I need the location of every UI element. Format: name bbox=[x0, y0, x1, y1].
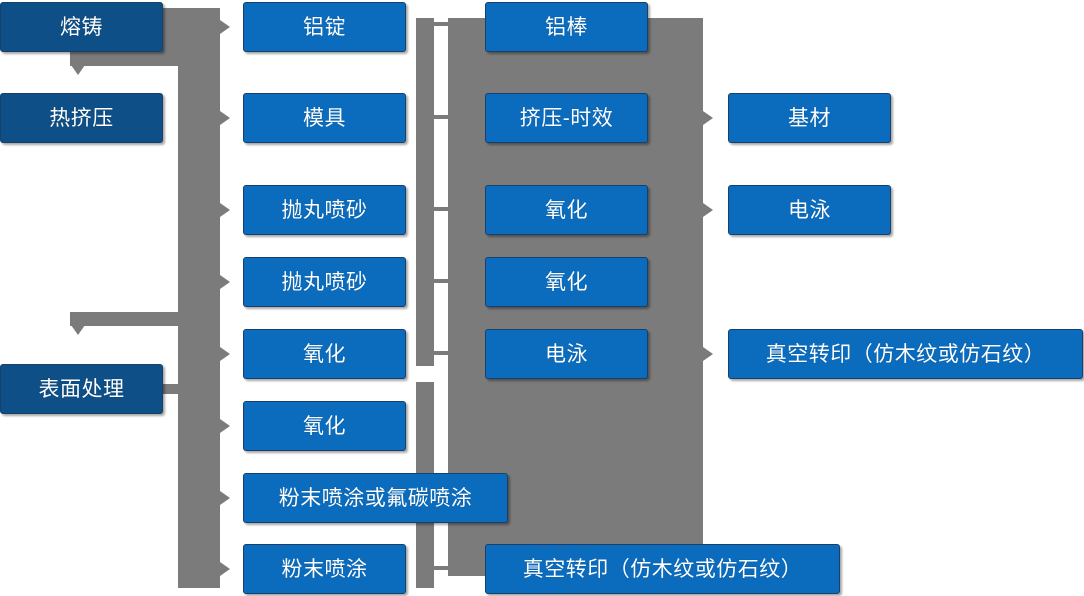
process-box-oxidation-3[interactable]: 氧化 bbox=[485, 185, 648, 235]
output-box-electrophoresis-2[interactable]: 电泳 bbox=[728, 185, 891, 235]
arrow-to-aluminum-ingot bbox=[220, 20, 230, 34]
stage-box-melt-cast[interactable]: 熔铸 bbox=[0, 2, 163, 52]
process-label-powder-or-pvdf: 粉末喷涂或氟碳喷涂 bbox=[278, 486, 473, 510]
arrow-to-shot-blasting-1 bbox=[220, 203, 230, 217]
connector-left-spine bbox=[178, 8, 220, 588]
process-box-shot-blasting-2[interactable]: 抛丸喷砂 bbox=[243, 257, 406, 307]
arrow-to-electrophoresis-2 bbox=[703, 203, 713, 217]
process-box-oxidation-4[interactable]: 氧化 bbox=[485, 257, 648, 307]
process-label-shot-blasting-2: 抛丸喷砂 bbox=[281, 270, 368, 294]
process-box-aluminum-bar[interactable]: 铝棒 bbox=[485, 2, 648, 52]
process-box-extrude-aging[interactable]: 挤压-时效 bbox=[485, 93, 648, 143]
connector-surface-stub bbox=[162, 384, 220, 394]
output-box-vacuum-transfer-1[interactable]: 真空转印（仿木纹或仿石纹） bbox=[728, 329, 1083, 379]
process-label-aluminum-bar: 铝棒 bbox=[545, 15, 588, 39]
connector-tick-5 bbox=[434, 351, 450, 355]
connector-tick-4 bbox=[434, 279, 450, 283]
stage-box-hot-extrude[interactable]: 热挤压 bbox=[0, 93, 163, 143]
connector-arrow-to-surface bbox=[71, 325, 85, 335]
stage-label-surface-treatment: 表面处理 bbox=[38, 377, 125, 401]
output-label-base-material: 基材 bbox=[788, 106, 831, 130]
process-box-powder-or-pvdf[interactable]: 粉末喷涂或氟碳喷涂 bbox=[243, 473, 508, 523]
process-box-powder-coating[interactable]: 粉末喷涂 bbox=[243, 544, 406, 594]
arrow-to-shot-blasting-2 bbox=[220, 275, 230, 289]
process-label-oxidation-2: 氧化 bbox=[303, 414, 346, 438]
process-label-mold: 模具 bbox=[303, 106, 346, 130]
process-label-powder-coating: 粉末喷涂 bbox=[281, 557, 368, 581]
process-box-shot-blasting-1[interactable]: 抛丸喷砂 bbox=[243, 185, 406, 235]
arrow-to-mold bbox=[220, 111, 230, 125]
connector-tick-2 bbox=[434, 115, 450, 119]
process-box-oxidation-1[interactable]: 氧化 bbox=[243, 329, 406, 379]
process-box-oxidation-2[interactable]: 氧化 bbox=[243, 401, 406, 451]
process-box-vacuum-transfer-2[interactable]: 真空转印（仿木纹或仿石纹） bbox=[485, 544, 840, 594]
process-label-oxidation-4: 氧化 bbox=[545, 270, 588, 294]
connector-tick-3 bbox=[434, 207, 450, 211]
output-box-base-material[interactable]: 基材 bbox=[728, 93, 891, 143]
arrow-to-powder-coating bbox=[220, 562, 230, 576]
output-label-vacuum-transfer-1: 真空转印（仿木纹或仿石纹） bbox=[765, 342, 1046, 366]
process-box-electrophoresis-1[interactable]: 电泳 bbox=[485, 329, 648, 379]
process-box-mold[interactable]: 模具 bbox=[243, 93, 406, 143]
process-box-aluminum-ingot[interactable]: 铝锭 bbox=[243, 2, 406, 52]
arrow-to-oxidation-1 bbox=[220, 347, 230, 361]
stage-box-surface-treatment[interactable]: 表面处理 bbox=[0, 364, 163, 414]
process-label-extrude-aging: 挤压-时效 bbox=[519, 106, 614, 130]
connector-middle-thin-bar-top bbox=[416, 18, 434, 366]
output-label-electrophoresis-2: 电泳 bbox=[788, 198, 831, 222]
arrow-to-base-material bbox=[703, 111, 713, 125]
connector-tick-6 bbox=[434, 566, 450, 570]
connector-melt-to-extrude bbox=[70, 50, 180, 66]
connector-tick-1 bbox=[434, 22, 450, 26]
process-label-oxidation-3: 氧化 bbox=[545, 198, 588, 222]
stage-label-melt-cast: 熔铸 bbox=[60, 15, 103, 39]
arrow-to-powder-or-pvdf bbox=[220, 491, 230, 505]
arrow-to-oxidation-2 bbox=[220, 419, 230, 433]
process-label-vacuum-transfer-2: 真空转印（仿木纹或仿石纹） bbox=[522, 557, 803, 581]
process-label-oxidation-1: 氧化 bbox=[303, 342, 346, 366]
connector-arrow-to-hot-extrude bbox=[71, 65, 85, 75]
process-label-shot-blasting-1: 抛丸喷砂 bbox=[281, 198, 368, 222]
arrow-to-vacuum-transfer-1 bbox=[703, 347, 713, 361]
process-label-electrophoresis-1: 电泳 bbox=[545, 342, 588, 366]
stage-label-hot-extrude: 热挤压 bbox=[49, 106, 114, 130]
process-label-aluminum-ingot: 铝锭 bbox=[303, 15, 346, 39]
connector-extrude-to-surface bbox=[70, 312, 180, 326]
